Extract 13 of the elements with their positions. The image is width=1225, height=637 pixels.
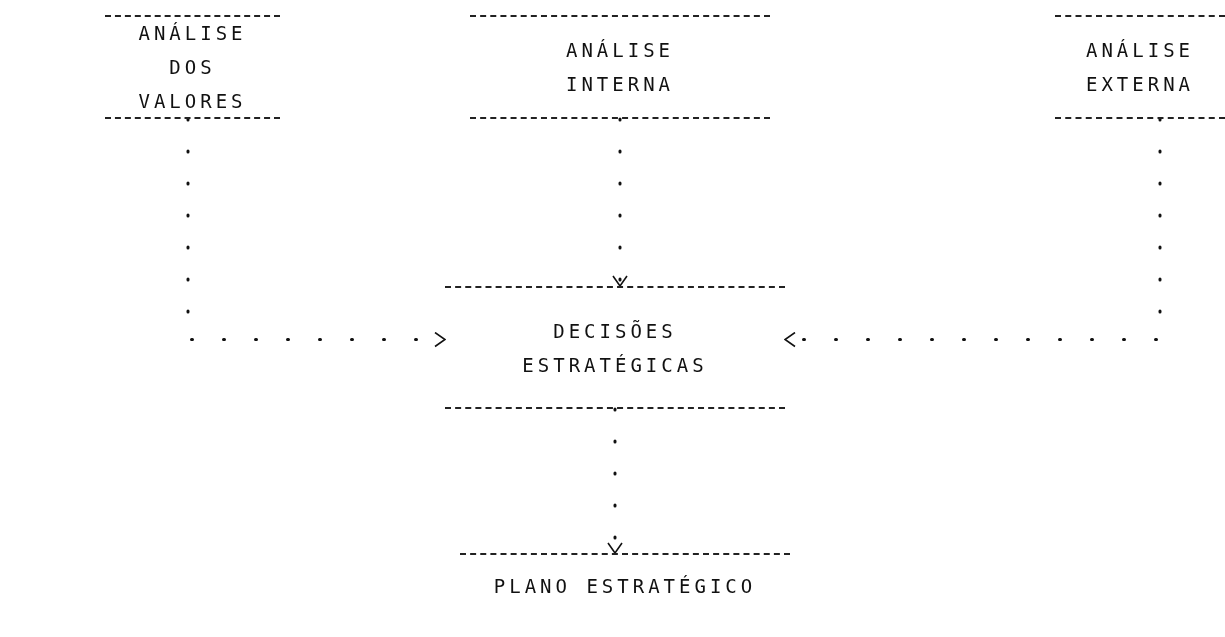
process-box xyxy=(105,15,280,119)
process-box xyxy=(470,15,770,119)
box-label: ANÁLISE INTERNA xyxy=(564,38,676,97)
process-box xyxy=(1055,15,1225,119)
arrow xyxy=(607,407,623,555)
box-label: DECISÕES ESTRATÉGICAS xyxy=(521,318,709,378)
box-label: ANÁLISE EXTERNA xyxy=(1084,38,1196,97)
arrow xyxy=(783,117,1162,348)
process-box xyxy=(445,286,785,409)
arrow xyxy=(612,117,628,288)
box-label: PLANO ESTRATÉGICO xyxy=(493,574,757,599)
box-label: ANÁLISE DOS VALORES xyxy=(137,21,248,114)
arrow xyxy=(186,117,447,348)
